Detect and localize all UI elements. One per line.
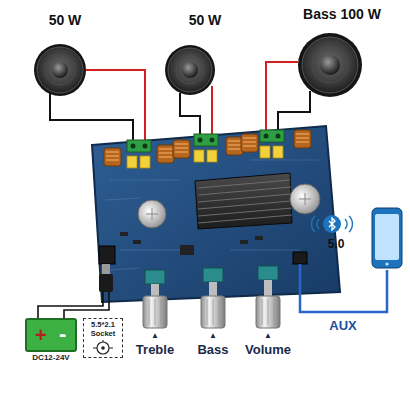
film-capacitors xyxy=(127,146,283,168)
socket-leads xyxy=(93,340,113,348)
pointer-mark: ▲ xyxy=(264,331,272,340)
dc-jack xyxy=(99,246,115,264)
socket-symbol xyxy=(93,340,113,356)
board-traces xyxy=(105,160,320,270)
input-label: AUX xyxy=(329,318,356,333)
knob-label: Treble xyxy=(136,342,174,357)
pointer-mark: ▲ xyxy=(151,331,159,340)
socket-box: 5.5*2.1 Socket xyxy=(83,318,123,358)
socket-spec: 5.5*2.1 Socket xyxy=(86,321,120,338)
knob-label: Bass xyxy=(197,342,228,357)
speaker xyxy=(165,45,215,95)
small-components xyxy=(120,232,263,255)
power-plug xyxy=(99,264,113,292)
aux-jack xyxy=(293,252,307,264)
socket-pin xyxy=(101,346,105,350)
circuit-board xyxy=(92,126,340,302)
socket-ring xyxy=(97,342,109,354)
speaker-wires xyxy=(50,62,310,140)
negative-sign: - xyxy=(59,323,66,345)
knob-label: Volume xyxy=(245,342,291,357)
power-wires xyxy=(38,292,109,318)
aux-cable xyxy=(300,264,387,312)
heat-sink xyxy=(195,173,292,229)
speaker xyxy=(34,44,86,96)
power-rating: 50 W xyxy=(189,12,222,28)
voltage-label: DC12-24V xyxy=(32,354,69,362)
battery-box: +-DC12-24V xyxy=(25,318,77,352)
power-rating: Bass 100 W xyxy=(303,6,381,22)
control-knobs xyxy=(143,266,280,328)
power-rating: 50 W xyxy=(49,12,82,28)
positive-sign: + xyxy=(35,325,47,345)
bass-speaker xyxy=(298,33,362,97)
terminal-screws xyxy=(131,134,281,149)
electrolytic-capacitors xyxy=(138,184,320,228)
bluetooth-icon xyxy=(312,215,353,233)
pointer-mark: ▲ xyxy=(209,331,217,340)
bluetooth-version: 5.0 xyxy=(328,237,345,251)
phone xyxy=(372,208,402,268)
